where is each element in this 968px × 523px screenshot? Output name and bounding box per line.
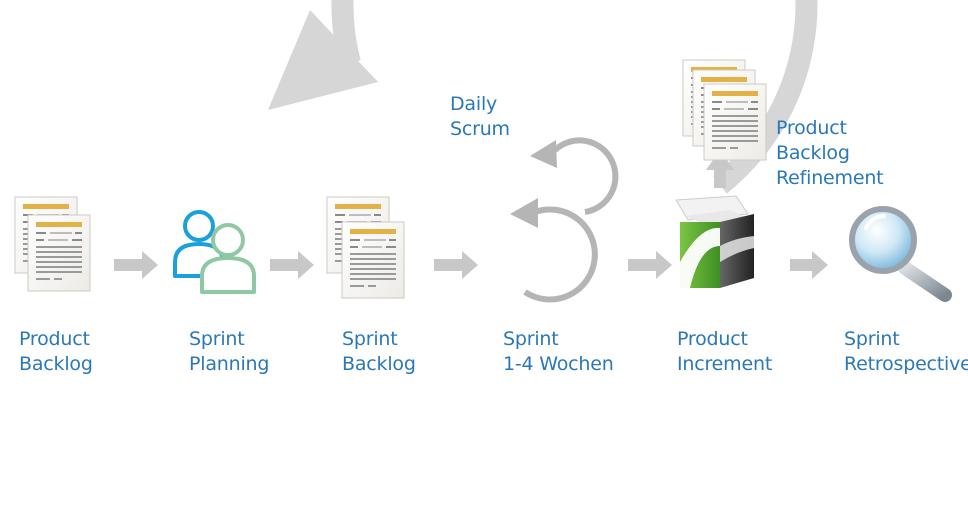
- people-icon: [173, 210, 256, 294]
- magnifier-icon: [849, 206, 952, 302]
- flow-arrow-icon: [628, 251, 672, 279]
- document-stack-icon: [326, 196, 405, 299]
- flow-arrow-icon: [790, 251, 828, 279]
- cycle-arrow-icon: [268, 0, 818, 194]
- flow-arrow-icon: [114, 251, 158, 279]
- document-stack-icon: [682, 59, 767, 161]
- flow-arrow-icon: [434, 251, 478, 279]
- product-box-icon: [675, 195, 756, 288]
- loop-arrow-icon: [510, 137, 619, 303]
- document-stack-icon: [14, 196, 91, 292]
- flow-arrow-icon: [270, 251, 314, 279]
